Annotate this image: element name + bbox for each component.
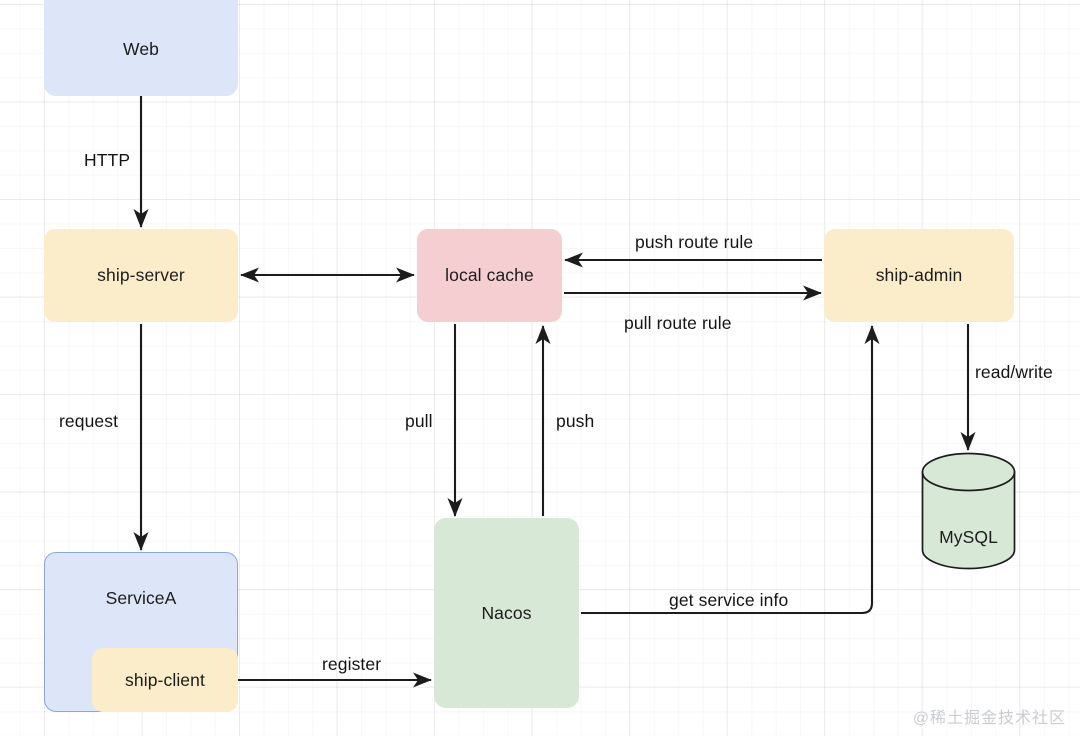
node-nacos-label: Nacos xyxy=(481,602,532,623)
node-servicea-label: ServiceA xyxy=(105,588,177,608)
node-local-cache[interactable]: local cache xyxy=(417,229,562,322)
watermark: @稀土掘金技术社区 xyxy=(912,710,1066,727)
node-ship-client[interactable]: ship-client xyxy=(92,648,238,712)
edge-label-push-route-rule: push route rule xyxy=(635,232,754,252)
edge-label-http: HTTP xyxy=(84,150,131,170)
node-web-label: Web xyxy=(123,39,159,59)
edge-label-read-write: read/write xyxy=(975,362,1053,382)
node-ship-admin-label: ship-admin xyxy=(875,265,963,285)
node-web[interactable]: Web xyxy=(44,0,238,96)
edge-label-pull-route-rule: pull route rule xyxy=(624,313,732,333)
edge-nacos-ship-admin-get-service-info xyxy=(581,325,880,615)
edge-label-get-service-info: get service info xyxy=(669,590,789,610)
node-ship-admin[interactable]: ship-admin xyxy=(824,229,1014,322)
node-mysql-label: MySQL xyxy=(939,527,998,547)
node-mysql-database[interactable]: MySQL xyxy=(921,452,1016,570)
edge-label-register: register xyxy=(322,654,382,674)
edge-label-push: push xyxy=(556,411,595,431)
edge-label-pull: pull xyxy=(405,411,433,431)
node-nacos[interactable]: Nacos xyxy=(434,518,579,708)
node-local-cache-label: local cache xyxy=(445,265,534,285)
node-ship-server[interactable]: ship-server xyxy=(44,229,238,322)
node-ship-client-label: ship-client xyxy=(125,669,205,690)
edge-label-request: request xyxy=(59,411,119,431)
database-cylinder-icon xyxy=(921,452,1016,570)
node-ship-server-label: ship-server xyxy=(97,265,185,285)
